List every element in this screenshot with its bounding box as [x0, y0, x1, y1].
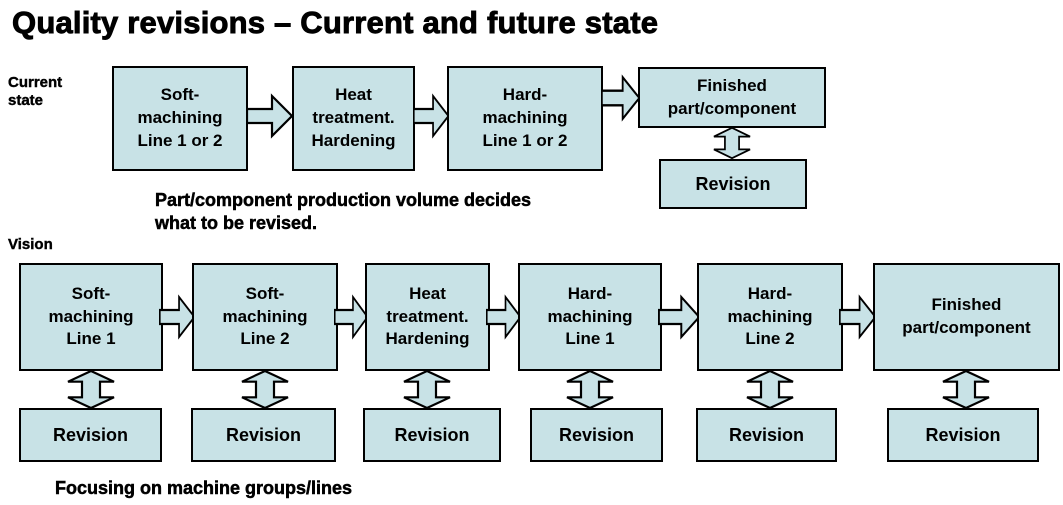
right-arrow-icon [486, 294, 522, 340]
flow-box-vision-soft-machining-2: Soft- machining Line 2 [192, 263, 338, 371]
flow-box-label: Heat treatment. Hardening [385, 283, 470, 349]
flow-box-label: Revision [52, 424, 129, 445]
flow-box-vision-revision-6: Revision [887, 408, 1039, 462]
flow-box-vision-heat-treatment: Heat treatment. Hardening [365, 263, 490, 371]
page-title: Quality revisions – Current and future s… [12, 5, 659, 41]
flow-box-label: Soft- machining Line 1 or 2 [137, 85, 223, 150]
flow-box-label: Hard- machining Line 1 [547, 283, 633, 349]
flow-box-current-soft-machining: Soft- machining Line 1 or 2 [112, 66, 248, 171]
flow-box-vision-hard-machining-1: Hard- machining Line 1 [518, 263, 662, 371]
double-vertical-arrow-icon [241, 370, 289, 409]
flow-box-current-hard-machining: Hard- machining Line 1 or 2 [447, 66, 603, 171]
double-vertical-arrow-icon [566, 370, 614, 409]
flow-box-label: Finished part/component [667, 75, 797, 118]
current-state-note: Part/component production volume decides… [155, 190, 532, 233]
flow-box-vision-soft-machining-1: Soft- machining Line 1 [19, 263, 163, 371]
flow-box-label: Heat treatment. Hardening [311, 85, 396, 150]
flow-box-label: Revision [728, 424, 805, 445]
flow-box-label: Hard- machining Line 1 or 2 [482, 85, 568, 150]
right-arrow-icon [246, 93, 294, 139]
flow-box-current-finished-part: Finished part/component [638, 67, 826, 128]
flow-box-current-heat-treatment: Heat treatment. Hardening [292, 66, 415, 171]
flow-box-label: Revision [695, 173, 771, 194]
right-arrow-icon [334, 294, 369, 340]
flow-box-label: Revision [925, 424, 1001, 445]
double-vertical-arrow-icon [403, 370, 451, 409]
flow-box-vision-revision-5: Revision [696, 408, 837, 462]
flow-box-current-revision: Revision [659, 159, 807, 209]
flow-box-vision-hard-machining-2: Hard- machining Line 2 [697, 263, 843, 371]
double-vertical-arrow-icon [713, 127, 751, 159]
right-arrow-icon [839, 294, 877, 340]
vision-note: Focusing on machine groups/lines [55, 478, 353, 498]
flow-box-label: Soft- machining Line 2 [222, 283, 308, 349]
right-arrow-icon [413, 93, 450, 139]
right-arrow-icon [658, 294, 701, 340]
right-arrow-icon [159, 294, 196, 340]
double-vertical-arrow-icon [67, 370, 115, 409]
flow-box-label: Revision [225, 424, 302, 445]
double-vertical-arrow-icon [746, 370, 794, 409]
flow-box-label: Finished part/component [902, 295, 1031, 337]
flow-box-vision-revision-1: Revision [19, 408, 162, 462]
flow-box-label: Hard- machining Line 2 [727, 283, 813, 349]
flow-box-vision-revision-3: Revision [363, 408, 501, 462]
flow-box-label: Soft- machining Line 1 [48, 283, 134, 349]
flow-box-label: Revision [394, 424, 470, 445]
flow-box-vision-revision-4: Revision [530, 408, 663, 462]
right-arrow-icon [601, 74, 641, 122]
flow-box-vision-finished-part: Finished part/component [873, 263, 1060, 371]
double-vertical-arrow-icon [942, 370, 990, 409]
current-state-label: Current state [8, 74, 63, 109]
flow-box-label: Revision [558, 424, 635, 445]
vision-label: Vision [8, 236, 53, 253]
flow-box-vision-revision-2: Revision [191, 408, 336, 462]
